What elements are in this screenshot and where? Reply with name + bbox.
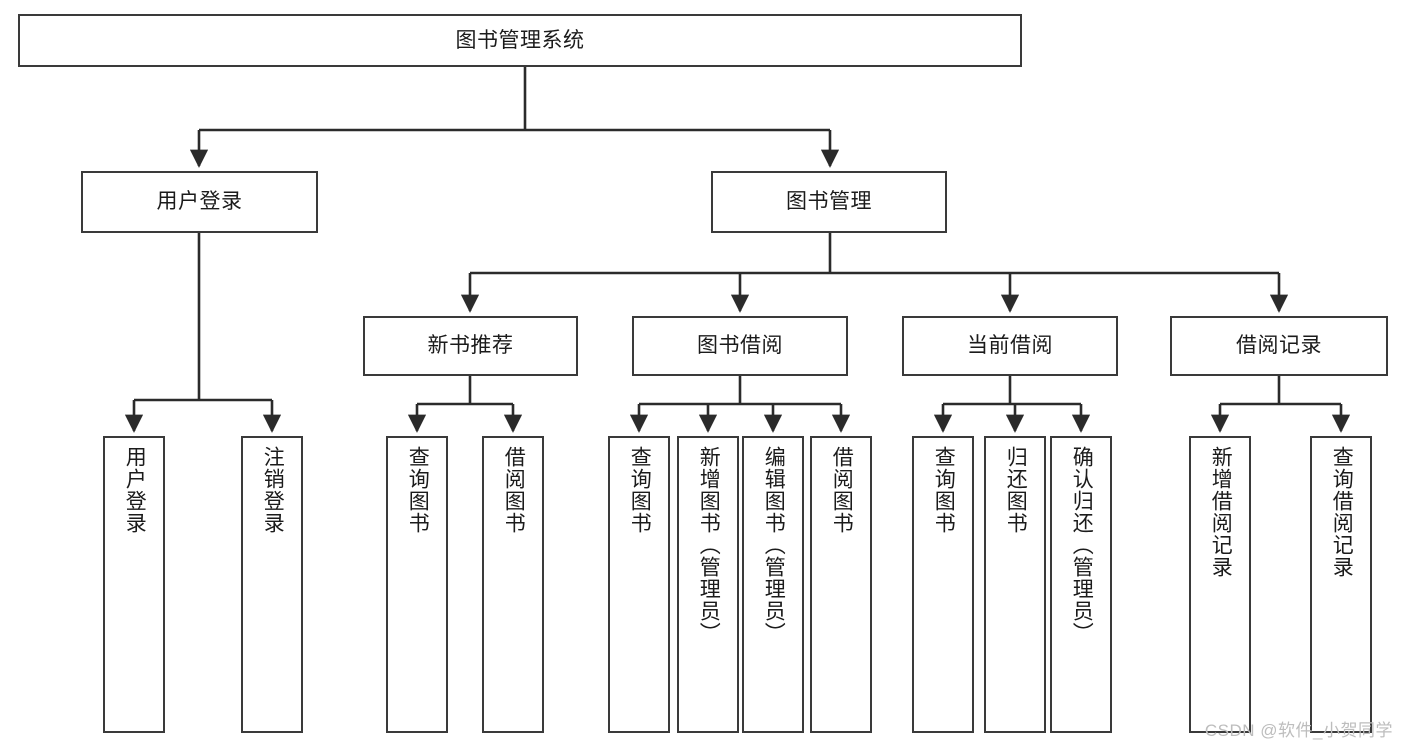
- node-leaf-add-borrow-record-label: 新增借阅记录: [1209, 446, 1233, 578]
- node-leaf-user-login-label: 用户登录: [123, 446, 147, 534]
- node-leaf-edit-book-admin-label: 编辑图书（管理员）: [762, 446, 786, 644]
- node-new-book-recommend[interactable]: 新书推荐: [363, 316, 578, 376]
- node-book-manage[interactable]: 图书管理: [711, 171, 947, 233]
- node-root-label: 图书管理系统: [455, 28, 585, 52]
- node-leaf-add-book-admin-label: 新增图书（管理员）: [697, 446, 721, 644]
- node-leaf-query-book-3-label: 查询图书: [932, 446, 956, 534]
- node-leaf-borrow-book-1-label: 借阅图书: [502, 446, 526, 534]
- node-leaf-return-book-label: 归还图书: [1004, 446, 1028, 534]
- node-leaf-query-book-1[interactable]: 查询图书: [386, 436, 448, 733]
- node-leaf-query-book-1-label: 查询图书: [406, 446, 430, 534]
- node-leaf-confirm-return-admin[interactable]: 确认归还（管理员）: [1050, 436, 1112, 733]
- node-leaf-query-book-2-label: 查询图书: [628, 446, 652, 534]
- node-borrow-record[interactable]: 借阅记录: [1170, 316, 1388, 376]
- node-leaf-borrow-book-1[interactable]: 借阅图书: [482, 436, 544, 733]
- node-user-login-label: 用户登录: [156, 190, 243, 214]
- node-leaf-user-logout-label: 注销登录: [261, 446, 285, 534]
- node-leaf-query-borrow-record-label: 查询借阅记录: [1330, 446, 1354, 578]
- node-leaf-return-book[interactable]: 归还图书: [984, 436, 1046, 733]
- node-leaf-query-book-3[interactable]: 查询图书: [912, 436, 974, 733]
- node-root-system[interactable]: 图书管理系统: [18, 14, 1022, 67]
- node-borrow-record-label: 借阅记录: [1236, 334, 1322, 358]
- node-current-borrow[interactable]: 当前借阅: [902, 316, 1118, 376]
- node-leaf-user-logout[interactable]: 注销登录: [241, 436, 303, 733]
- node-leaf-query-borrow-record[interactable]: 查询借阅记录: [1310, 436, 1372, 733]
- node-new-book-recommend-label: 新书推荐: [427, 334, 514, 358]
- node-current-borrow-label: 当前借阅: [967, 334, 1053, 358]
- node-book-borrow-label: 图书借阅: [697, 334, 783, 358]
- node-leaf-add-borrow-record[interactable]: 新增借阅记录: [1189, 436, 1251, 733]
- node-book-manage-label: 图书管理: [786, 190, 872, 214]
- node-user-login[interactable]: 用户登录: [81, 171, 318, 233]
- node-leaf-add-book-admin[interactable]: 新增图书（管理员）: [677, 436, 739, 733]
- node-leaf-query-book-2[interactable]: 查询图书: [608, 436, 670, 733]
- node-book-borrow[interactable]: 图书借阅: [632, 316, 848, 376]
- node-leaf-edit-book-admin[interactable]: 编辑图书（管理员）: [742, 436, 804, 733]
- node-leaf-borrow-book-2[interactable]: 借阅图书: [810, 436, 872, 733]
- node-leaf-user-login[interactable]: 用户登录: [103, 436, 165, 733]
- node-leaf-confirm-return-admin-label: 确认归还（管理员）: [1070, 446, 1094, 644]
- node-leaf-borrow-book-2-label: 借阅图书: [830, 446, 854, 534]
